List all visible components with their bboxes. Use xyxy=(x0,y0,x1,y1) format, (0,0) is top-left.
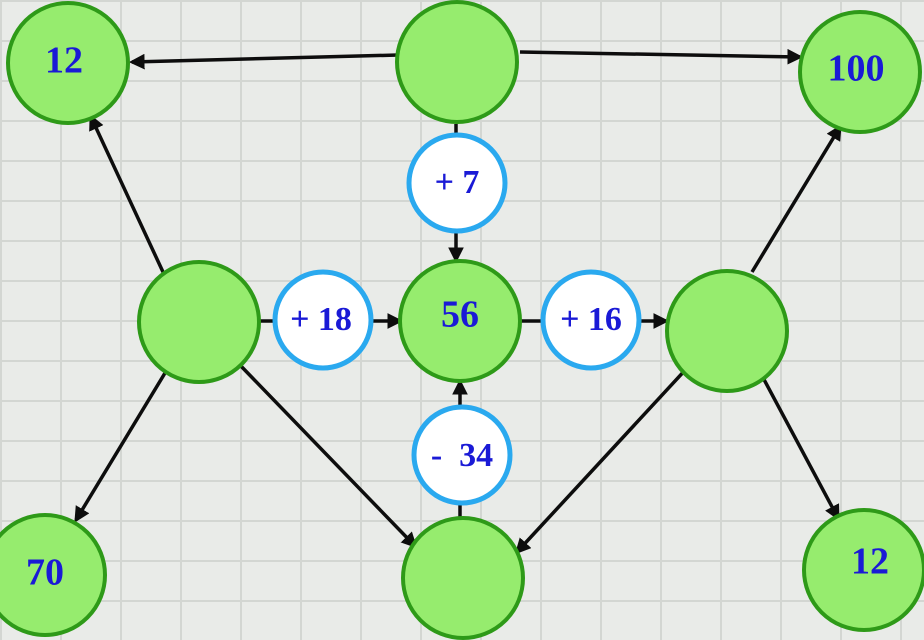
arrow-mid-right-to-bottom-center xyxy=(514,365,690,555)
node-bottom-left-value: 70 xyxy=(26,552,64,594)
arrow-top-center-to-top-right xyxy=(519,48,804,65)
op-left: + 18 xyxy=(272,269,374,371)
op-bottom-label: - 34 xyxy=(431,437,493,474)
op-right: + 16 xyxy=(540,269,642,371)
node-mid-right[interactable] xyxy=(665,269,789,393)
node-center-value: 56 xyxy=(441,294,479,336)
arrow-mid-left-to-top-left xyxy=(89,114,165,273)
node-bottom-left[interactable]: 70 xyxy=(0,513,107,637)
arrow-mid-left-to-bottom-center xyxy=(236,361,418,549)
arrows xyxy=(74,48,842,555)
node-bottom-right[interactable]: 12 xyxy=(802,508,924,632)
node-bottom-center[interactable] xyxy=(401,516,525,640)
node-top-right-value: 100 xyxy=(828,48,885,90)
arrow-mid-right-to-bottom-right xyxy=(758,371,840,521)
arrow-mid-right-to-top-right xyxy=(750,124,842,273)
node-bottom-right-value: 12 xyxy=(851,541,889,583)
op-right-label: + 16 xyxy=(560,301,622,338)
arrow-top-center-to-top-left xyxy=(128,53,399,70)
op-top-label: + 7 xyxy=(435,164,480,201)
op-left-label: + 18 xyxy=(290,301,352,338)
node-center[interactable]: 56 xyxy=(398,259,522,383)
node-top-center[interactable] xyxy=(395,0,519,124)
node-top-right[interactable]: 100 xyxy=(798,10,922,134)
op-top: + 7 xyxy=(406,132,508,234)
node-mid-left[interactable] xyxy=(137,260,261,384)
node-top-left[interactable]: 12 xyxy=(6,1,130,125)
node-top-left-value: 12 xyxy=(45,40,83,82)
op-bottom: - 34 xyxy=(411,404,513,506)
arrow-mid-left-to-bottom-left xyxy=(74,372,167,523)
